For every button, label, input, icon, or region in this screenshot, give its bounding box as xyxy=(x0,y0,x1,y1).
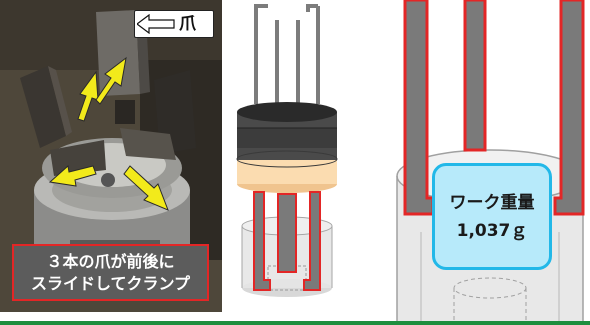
workpiece-closeup xyxy=(396,0,585,321)
claw-label: 爪 xyxy=(179,14,196,34)
chuck-body xyxy=(236,102,338,193)
caption-line-1: ３本の爪が前後に xyxy=(46,251,175,271)
left-arrow-icon xyxy=(137,14,175,34)
caption-line-2: スライドしてクランプ xyxy=(30,273,191,293)
claw-callout: 爪 xyxy=(134,10,214,38)
chuck-schematic xyxy=(236,4,338,297)
closeup-claws xyxy=(403,0,585,216)
photo-caption: ３本の爪が前後に スライドしてクランプ xyxy=(12,244,209,301)
work-weight-label: ワーク重量 xyxy=(449,192,535,213)
work-weight-value: 1,037ｇ xyxy=(456,220,528,241)
chuck-photo: 爪 ３本の爪が前後に スライドしてクランプ xyxy=(0,0,222,312)
upper-claws xyxy=(254,4,320,104)
lower-claws xyxy=(253,191,321,291)
bottom-divider xyxy=(0,321,590,325)
work-weight-box: ワーク重量 1,037ｇ xyxy=(432,163,552,270)
